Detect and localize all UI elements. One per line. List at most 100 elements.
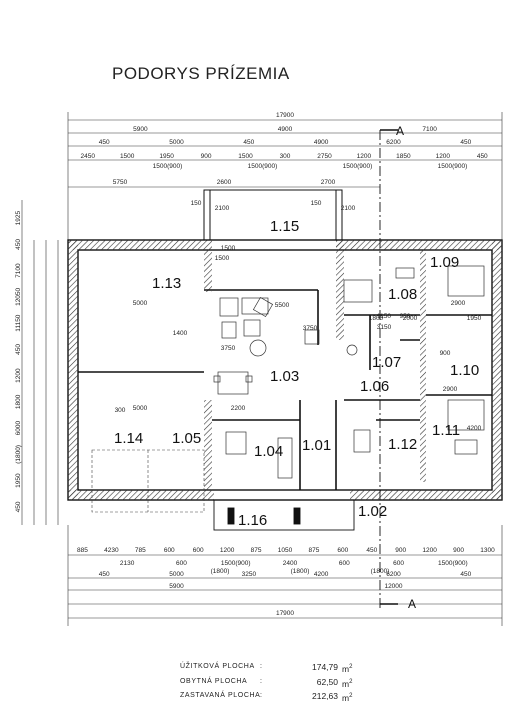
dimension-lines <box>21 112 503 626</box>
dim-top: 1500(900) <box>248 163 278 170</box>
dim-bottom: 600 <box>164 547 175 554</box>
partitions <box>78 289 492 490</box>
dim-left: 1950 <box>15 473 22 488</box>
dim-inner: 900 <box>440 350 451 357</box>
dim-top: 450 <box>243 139 254 146</box>
dim-bottom: 1500(900) <box>221 560 251 567</box>
dim-bottom: 2400 <box>283 560 298 567</box>
dim-top: 300 <box>280 153 291 160</box>
room-label-1.10: 1.10 <box>450 362 480 379</box>
dim-inner: 1500 <box>221 245 236 252</box>
dim-inner: 3750 <box>303 325 318 332</box>
legend-row-living: OBYTNÁ PLOCHA : 62,50 m2 <box>180 675 380 690</box>
dim-bottom: 450 <box>460 571 471 578</box>
dim-left: 450 <box>15 344 22 355</box>
dim-inner: 2200 <box>231 405 246 412</box>
dim-top: 2700 <box>321 179 336 186</box>
dim-bottom: 1200 <box>220 547 235 554</box>
room-label-1.02: 1.02 <box>358 503 388 520</box>
dim-top: 1950 <box>159 153 174 160</box>
legend-unit: m2 <box>342 692 353 703</box>
dim-top: 5900 <box>133 126 148 133</box>
section-mark-top: A <box>396 124 405 138</box>
dim-top: 1500 <box>238 153 253 160</box>
dim-bottom: 885 <box>77 547 88 554</box>
dim-left: 450 <box>15 501 22 512</box>
dim-inner: 150 <box>191 200 202 207</box>
dim-top: 450 <box>460 139 471 146</box>
section-mark-bottom: A <box>408 597 417 611</box>
dim-inner: 150 <box>311 200 322 207</box>
dim-bottom: 1050 <box>278 547 293 554</box>
room-label-1.14: 1.14 <box>114 430 144 447</box>
dim-top: 4900 <box>278 126 293 133</box>
dim-bottom: (1800) <box>211 568 230 575</box>
legend-value: 212,63 <box>312 691 338 701</box>
room-label-1.13: 1.13 <box>152 275 182 292</box>
dim-bottom: 4230 <box>104 547 119 554</box>
legend-unit: m2 <box>342 663 353 674</box>
dim-top: 6200 <box>386 139 401 146</box>
room-label-1.15: 1.15 <box>270 218 300 235</box>
dim-top: 1500 <box>120 153 135 160</box>
room-label-1.07: 1.07 <box>372 354 402 371</box>
dim-bottom: (1800) <box>371 568 390 575</box>
garage-area <box>91 449 205 513</box>
dim-bottom: 450 <box>366 547 377 554</box>
dim-left: 12050 <box>15 287 22 305</box>
dim-bottom: 875 <box>251 547 262 554</box>
dim-bottom: 1200 <box>422 547 437 554</box>
room-label-1.05: 1.05 <box>172 430 202 447</box>
dim-left: 1800 <box>15 394 22 409</box>
dim-inner: 5000 <box>133 300 148 307</box>
dim-left: 450 <box>15 239 22 250</box>
dim-bottom: 900 <box>453 547 464 554</box>
dim-inner: 1400 <box>173 330 188 337</box>
dim-inner: 1800 <box>369 315 384 322</box>
room-label-1.04: 1.04 <box>254 443 284 460</box>
dim-bottom: (1800) <box>291 568 310 575</box>
dim-bottom: 600 <box>337 547 348 554</box>
dim-top: 1500(900) <box>438 163 468 170</box>
drawing-title: PODORYS PRÍZEMIA <box>112 64 290 83</box>
legend-unit: m2 <box>342 678 353 689</box>
dim-top: 450 <box>477 153 488 160</box>
dim-inner: 3150 <box>377 324 392 331</box>
dim-inner: 5000 <box>133 405 148 412</box>
dim-bottom: 600 <box>393 560 404 567</box>
dim-left: 1200 <box>15 368 22 383</box>
dim-top: 1200 <box>436 153 451 160</box>
dim-bottom: 785 <box>135 547 146 554</box>
dim-inner: 1150 <box>377 313 391 320</box>
section-line <box>379 129 398 610</box>
room-label-1.12: 1.12 <box>388 436 418 453</box>
dim-inner: 5500 <box>275 302 290 309</box>
dim-bottom: 900 <box>395 547 406 554</box>
dim-top: 1500(900) <box>343 163 373 170</box>
room-label-1.11: 1.11 <box>432 422 461 439</box>
dim-bottom: 450 <box>99 571 110 578</box>
dim-top: 1200 <box>357 153 372 160</box>
dim-total-top: 17900 <box>276 112 294 119</box>
entrance-porch <box>213 499 355 531</box>
legend-value: 174,79 <box>312 662 338 672</box>
dim-bottom: 1300 <box>480 547 495 554</box>
dim-bottom: 5000 <box>169 571 184 578</box>
dim-inner: 1950 <box>467 315 482 322</box>
room-label-1.16: 1.16 <box>238 512 268 529</box>
dim-bottom: 3250 <box>242 571 257 578</box>
dim-inner: 2100 <box>215 205 230 212</box>
dim-inner: 1500 <box>215 255 230 262</box>
dim-bottom: 875 <box>309 547 320 554</box>
room-label-1.08: 1.08 <box>388 286 418 303</box>
legend-row-built: ZASTAVANÁ PLOCHA : 212,63 m2 <box>180 689 380 704</box>
dim-top: 1500(900) <box>153 163 183 170</box>
room-label-1.06: 1.06 <box>360 378 390 395</box>
dim-inner: 4200 <box>467 425 482 432</box>
dim-inner: 2900 <box>451 300 466 307</box>
wall-hatching <box>68 240 502 500</box>
dim-bottom: 5900 <box>169 583 184 590</box>
dim-left: 6000 <box>15 421 22 436</box>
